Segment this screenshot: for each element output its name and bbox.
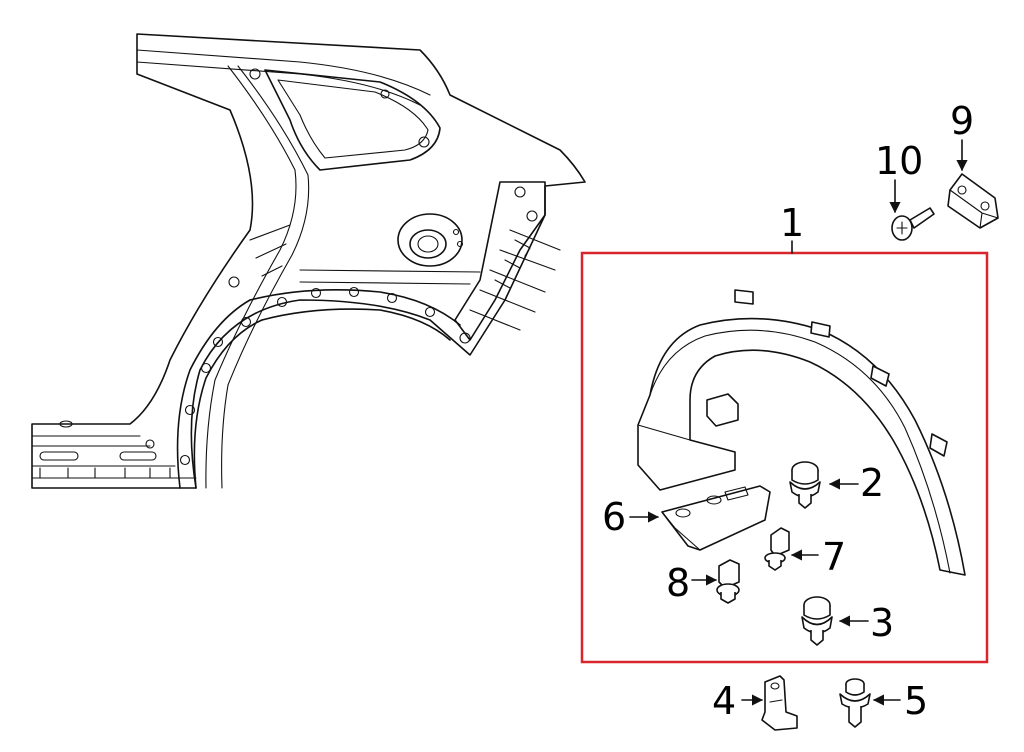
bracket-6 bbox=[661, 485, 771, 551]
clip-2 bbox=[789, 461, 821, 509]
screw-10 bbox=[891, 207, 935, 241]
clip-5 bbox=[839, 678, 871, 728]
callout-5: 5 bbox=[904, 679, 928, 723]
callout-9: 9 bbox=[950, 99, 974, 143]
callout-3: 3 bbox=[870, 601, 894, 645]
callout-8: 8 bbox=[666, 561, 690, 605]
callout-4: 4 bbox=[712, 679, 736, 723]
push-pin-8 bbox=[716, 559, 740, 604]
callout-6: 6 bbox=[602, 495, 626, 539]
wheel-opening-molding bbox=[637, 289, 966, 576]
callout-1: 1 bbox=[780, 201, 804, 245]
callout-10: 10 bbox=[875, 139, 923, 183]
retainer-4 bbox=[761, 675, 798, 731]
leader-arrows bbox=[629, 139, 968, 706]
bracket-9 bbox=[947, 173, 999, 229]
push-pin-7 bbox=[764, 527, 790, 571]
quarter-panel-illustration bbox=[31, 33, 586, 489]
arch-bolt-dots bbox=[145, 286, 436, 466]
clip-3 bbox=[801, 596, 833, 646]
callout-2: 2 bbox=[860, 461, 884, 505]
callout-7: 7 bbox=[822, 535, 846, 579]
group-box bbox=[580, 251, 989, 664]
